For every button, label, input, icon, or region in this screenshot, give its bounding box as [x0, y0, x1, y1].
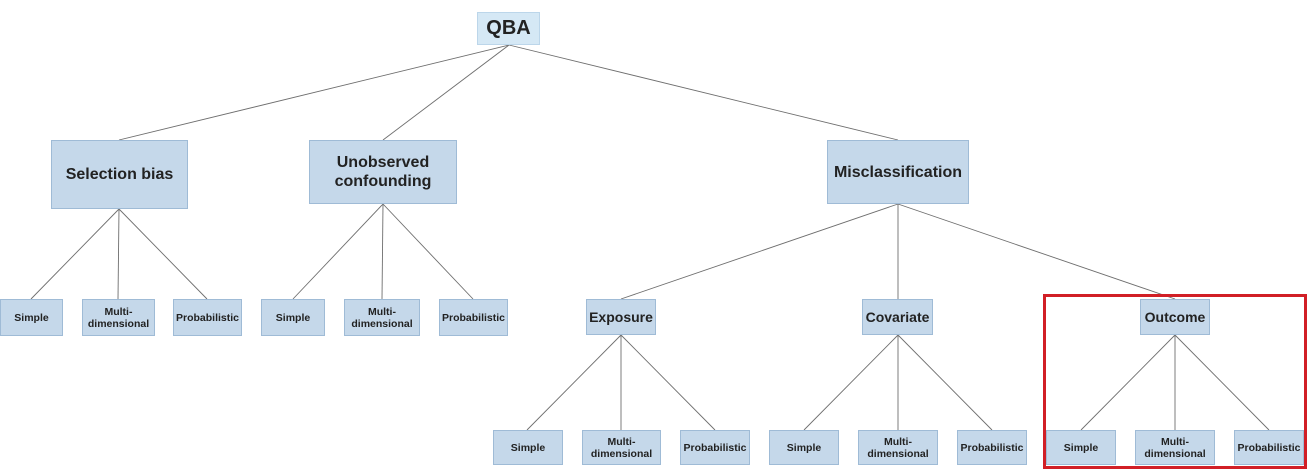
- leaf-selection-simple: Simple: [0, 299, 63, 336]
- node-root: QBA: [477, 12, 540, 45]
- edge-selection-simple: [30, 208, 120, 300]
- edge-root-confounding: [382, 44, 510, 141]
- leaf-outcome-probabilistic: Probabilistic: [1234, 430, 1304, 465]
- leaf-selection-probabilistic: Probabilistic: [173, 299, 242, 336]
- edge-confounding-prob: [382, 203, 474, 300]
- leaf-selection-multidimensional: Multi- dimensional: [82, 299, 155, 336]
- edge-root-misclassification: [508, 44, 899, 141]
- edge-misc-exposure: [620, 203, 899, 300]
- edge-exposure-prob: [620, 334, 716, 431]
- edge-covariate-simple: [803, 334, 899, 431]
- leaf-covariate-probabilistic: Probabilistic: [957, 430, 1027, 465]
- node-selection-bias: Selection bias: [51, 140, 188, 209]
- edge-covariate-prob: [897, 334, 993, 431]
- leaf-confounding-probabilistic: Probabilistic: [439, 299, 508, 336]
- edge-misc-outcome: [897, 203, 1176, 300]
- outcome-highlight-box: [1043, 294, 1307, 469]
- leaf-outcome-simple: Simple: [1046, 430, 1116, 465]
- leaf-exposure-simple: Simple: [493, 430, 563, 465]
- node-covariate: Covariate: [862, 299, 933, 335]
- node-misclassification: Misclassification: [827, 140, 969, 204]
- node-unobserved-confounding: Unobserved confounding: [309, 140, 457, 204]
- edge-exposure-simple: [526, 334, 622, 431]
- leaf-covariate-simple: Simple: [769, 430, 839, 465]
- leaf-confounding-simple: Simple: [261, 299, 325, 336]
- edge-selection-multi: [117, 208, 120, 300]
- node-outcome: Outcome: [1140, 299, 1210, 335]
- edge-confounding-multi: [381, 203, 384, 300]
- edge-selection-prob: [118, 208, 208, 300]
- leaf-confounding-multidimensional: Multi- dimensional: [344, 299, 420, 336]
- leaf-outcome-multidimensional: Multi- dimensional: [1135, 430, 1215, 465]
- leaf-exposure-multidimensional: Multi- dimensional: [582, 430, 661, 465]
- edge-outcome-simple: [1080, 334, 1176, 431]
- edge-outcome-prob: [1174, 334, 1270, 431]
- leaf-exposure-probabilistic: Probabilistic: [680, 430, 750, 465]
- leaf-covariate-multidimensional: Multi- dimensional: [858, 430, 938, 465]
- node-exposure: Exposure: [586, 299, 656, 335]
- edge-confounding-simple: [292, 203, 384, 300]
- edge-root-selection: [118, 44, 510, 141]
